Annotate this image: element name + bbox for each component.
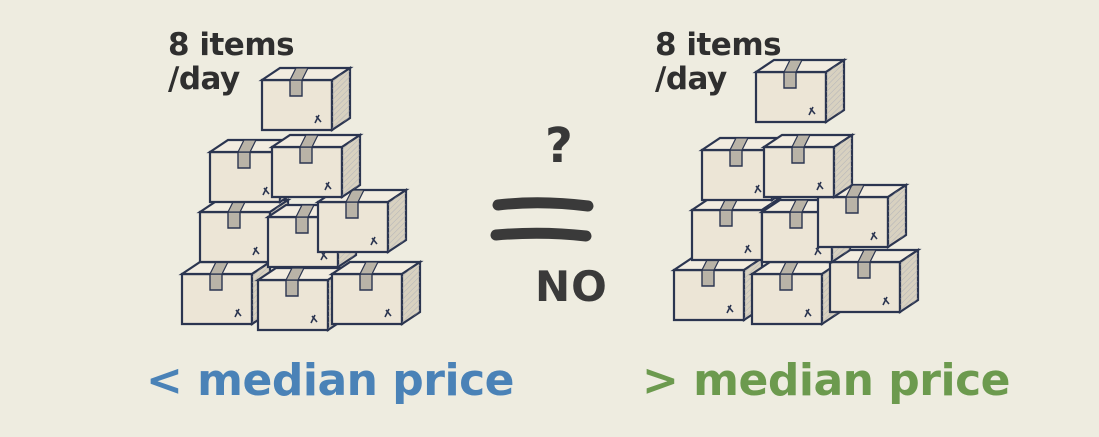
cardboard-box-icon <box>316 188 408 254</box>
question-mark: ? <box>545 118 573 174</box>
right-rate-line2: /day <box>655 61 727 97</box>
cardboard-box-icon <box>672 256 764 322</box>
right-rate-line1: 8 items <box>655 27 782 63</box>
cardboard-box-icon <box>762 133 854 199</box>
left-box-stack <box>180 66 422 332</box>
cardboard-box-icon <box>270 133 362 199</box>
no-label: NO <box>535 262 608 311</box>
left-rate-line2: /day <box>168 61 240 97</box>
right-box-stack <box>672 58 920 326</box>
right-price-label: > median price <box>642 355 1011 406</box>
left-rate-line1: 8 items <box>168 27 295 63</box>
right-rate-label: 8 items /day <box>655 27 782 97</box>
cardboard-box-icon <box>180 260 272 326</box>
cardboard-box-icon <box>330 260 422 326</box>
equals-sign-icon <box>490 197 594 242</box>
left-price-label: < median price <box>146 355 515 406</box>
cardboard-box-icon <box>750 260 842 326</box>
cardboard-box-icon <box>828 248 920 314</box>
left-rate-label: 8 items /day <box>168 27 295 97</box>
